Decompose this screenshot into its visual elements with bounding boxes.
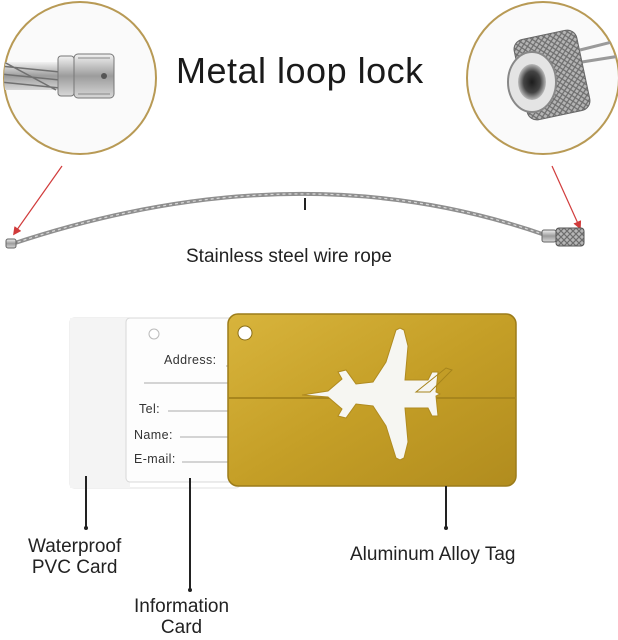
airplane-icon (301, 327, 442, 461)
information-card-label-line2: Card (160, 617, 203, 638)
email-field-label: E-mail: (134, 452, 176, 466)
information-card (125, 317, 257, 483)
page-title: Metal loop lock (176, 50, 424, 91)
right-arrow (551, 165, 582, 230)
alloy-tag-label: Aluminum Alloy Tag (350, 544, 516, 565)
pvc-card-label: Waterproof PVC Card (28, 536, 121, 578)
left-arrow (13, 165, 63, 236)
pvc-card-label-line1: Waterproof (28, 536, 122, 557)
information-card-label: Information Card (134, 596, 229, 638)
information-card-label-line1: Information (134, 596, 230, 617)
aluminum-tag (227, 313, 517, 487)
wire-rope (5, 191, 585, 249)
left-closeup-circle (3, 1, 157, 155)
right-closeup-circle (466, 1, 618, 155)
name-field-label: Name: (134, 428, 173, 442)
address-field-label: Address: (164, 353, 217, 367)
tel-field-label: Tel: (139, 402, 161, 416)
wire-rope-label: Stainless steel wire rope (186, 246, 392, 267)
pvc-card-label-line2: PVC Card (31, 557, 118, 578)
